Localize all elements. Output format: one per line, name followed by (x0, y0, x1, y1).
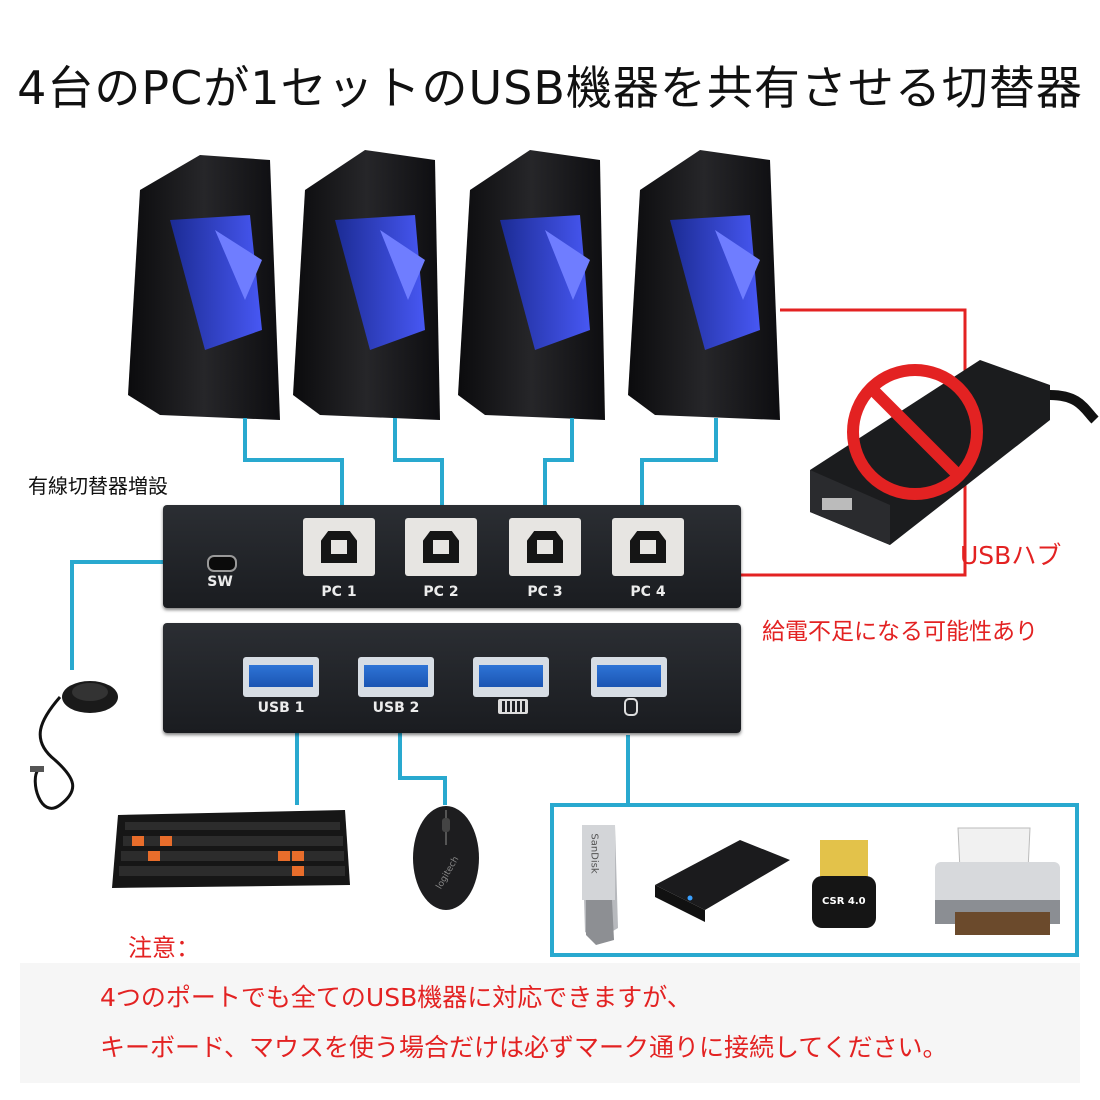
pc3-port-label: PC 3 (527, 584, 563, 600)
usb-stick (582, 825, 618, 945)
sw-port[interactable] (207, 555, 237, 572)
pc-tower-4 (628, 150, 780, 420)
pc4-port[interactable] (612, 518, 684, 576)
pc2-port-label: PC 2 (423, 584, 459, 600)
switch-label: 有線切替器増設 (28, 474, 168, 498)
bluetooth-dongle (812, 840, 876, 928)
note-line-1: 4つのポートでも全てのUSB機器に対応できますが、 (100, 983, 692, 1012)
mouse (413, 806, 479, 910)
no-sign-icon (847, 364, 983, 500)
note-heading: 注意： (128, 934, 200, 962)
usb1-port-label: USB 1 (257, 700, 305, 716)
pc3-port[interactable] (509, 518, 581, 576)
hub-warning: 給電不足になる可能性あり (762, 619, 1038, 645)
pc2-port[interactable] (405, 518, 477, 576)
sw-port-label: SW (207, 574, 233, 590)
usb-stick-brand: SanDisk (588, 833, 600, 874)
keyboard (112, 810, 350, 888)
pc1-port-label: PC 1 (321, 584, 357, 600)
page-title: 4台のPCが1セットのUSB機器を共有させる切替器 (17, 61, 1083, 115)
usb2-port[interactable] (358, 657, 434, 697)
usb1-port[interactable] (243, 657, 319, 697)
keyboard-port[interactable] (473, 657, 549, 697)
pc-tower-2 (293, 150, 440, 420)
pc-cables (70, 418, 718, 805)
note-line-2: キーボード、マウスを使う場合だけは必ずマーク通りに接続してください。 (100, 1033, 948, 1062)
pc-tower-1 (128, 155, 280, 420)
usb-hub-label: USBハブ (960, 541, 1062, 570)
printer (935, 827, 1060, 935)
usb2-port-label: USB 2 (372, 700, 420, 716)
pc1-port[interactable] (303, 518, 375, 576)
remote-switch (30, 681, 118, 810)
keyboard-icon (498, 699, 528, 714)
note-background (20, 963, 1080, 1083)
mouse-icon (624, 698, 638, 716)
mouse-port[interactable] (591, 657, 667, 697)
csr-label: CSR 4.0 (822, 896, 866, 907)
pc4-port-label: PC 4 (630, 584, 666, 600)
pc-tower-3 (458, 150, 605, 420)
external-drive (655, 840, 790, 922)
usb-device-group-box (550, 803, 1079, 957)
